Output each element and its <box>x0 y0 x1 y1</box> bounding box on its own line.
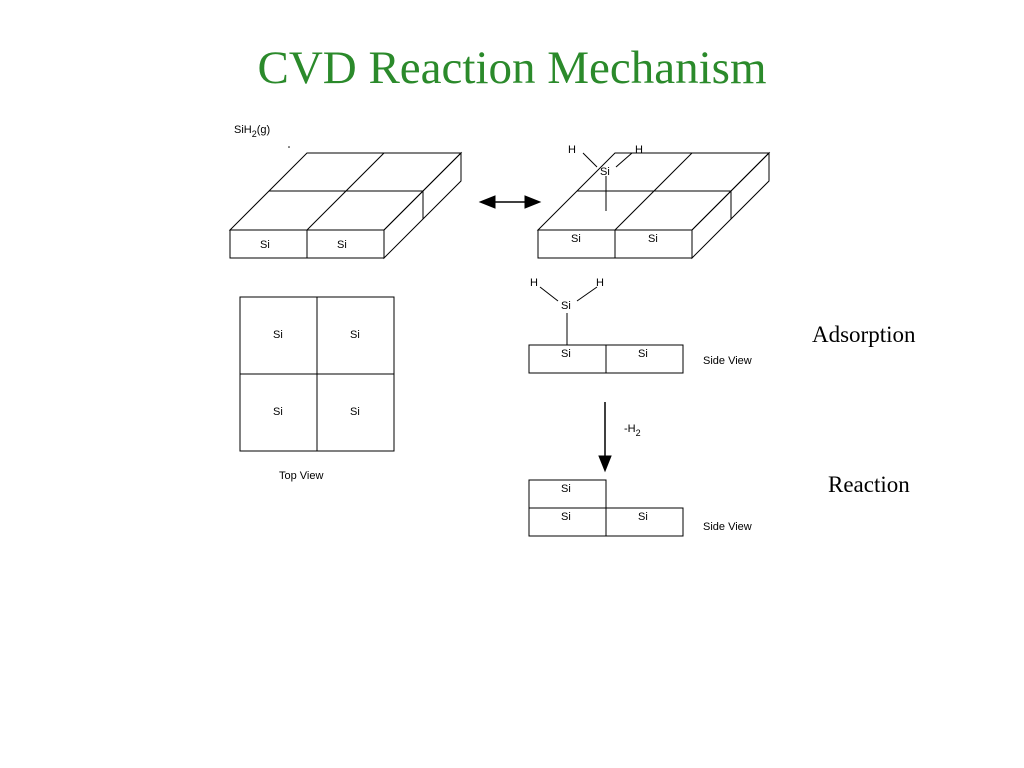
si-label: Si <box>273 329 283 341</box>
minus-h2-label: -H2 <box>624 423 641 438</box>
down-arrow <box>598 402 612 473</box>
top-view-caption: Top View <box>279 470 323 482</box>
h-label: H <box>568 144 576 156</box>
si-label: Si <box>260 239 270 251</box>
h-label: H <box>596 277 604 289</box>
si-label: Si <box>337 239 347 251</box>
substrate-block-3d-right <box>536 151 771 260</box>
si-adatom-label: Si <box>561 300 571 312</box>
top-view-grid <box>239 296 395 452</box>
substrate-block-3d-left <box>228 151 463 260</box>
si-label: Si <box>561 348 571 360</box>
side-view-caption: Side View <box>703 521 752 533</box>
h-label: H <box>530 277 538 289</box>
si-label: Si <box>350 406 360 418</box>
h-label: H <box>635 144 643 156</box>
adsorption-label: Adsorption <box>812 322 916 347</box>
si-label: Si <box>561 483 571 495</box>
diagram-labels: SiH2(g) Si Si H H Si Si Si Si Si Si Si T… <box>234 124 752 533</box>
si-label: Si <box>571 233 581 245</box>
si-label: Si <box>350 329 360 341</box>
double-arrow <box>478 195 542 209</box>
adsorbed-sih2-3d <box>582 152 633 211</box>
si-label: Si <box>638 348 648 360</box>
side-view-reaction <box>528 479 684 537</box>
si-label: Si <box>273 406 283 418</box>
side-view-caption: Side View <box>703 355 752 367</box>
slide-title: CVD Reaction Mechanism <box>257 42 767 94</box>
si-label: Si <box>638 511 648 523</box>
side-view-adsorption <box>528 286 684 374</box>
si-label: Si <box>561 511 571 523</box>
reaction-label: Reaction <box>828 472 910 497</box>
gas-species-label: SiH2(g) <box>234 124 270 139</box>
si-label: Si <box>648 233 658 245</box>
si-adatom-label: Si <box>600 166 610 178</box>
